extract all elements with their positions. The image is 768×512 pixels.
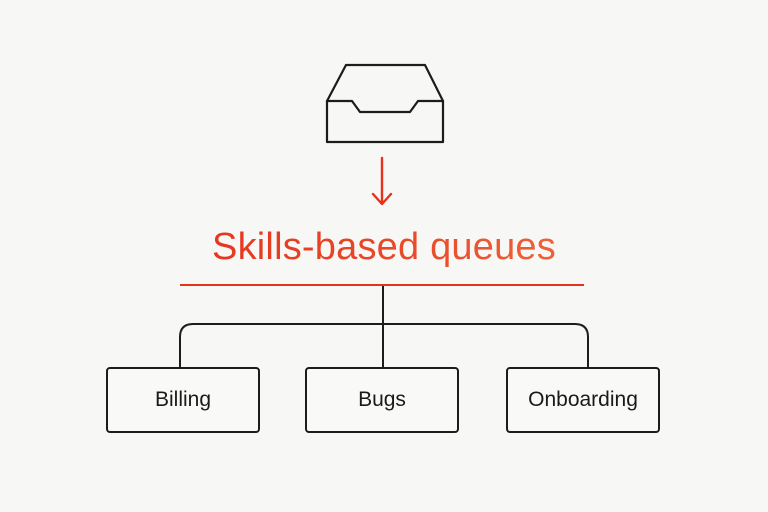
queue-label: Billing xyxy=(154,388,212,411)
queue-box-onboarding: Onboarding xyxy=(506,367,660,433)
queue-box-bugs: Bugs xyxy=(305,367,459,433)
page-title: Skills-based queues xyxy=(160,224,608,270)
queue-label: Onboarding xyxy=(528,388,638,411)
queue-box-billing: Billing xyxy=(106,367,260,433)
arrow-down-icon xyxy=(371,156,393,206)
inbox-tray-icon xyxy=(325,63,445,144)
queue-label: Bugs xyxy=(358,388,406,411)
tree-connector xyxy=(179,286,589,367)
